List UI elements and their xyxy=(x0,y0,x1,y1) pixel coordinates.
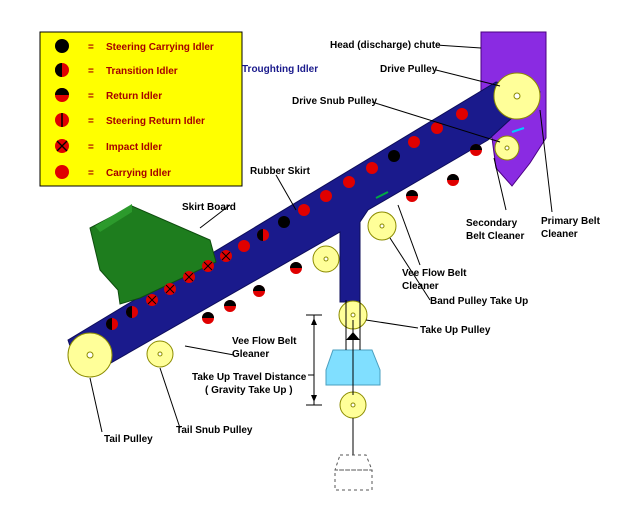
band-pulley-take-up xyxy=(367,211,397,241)
legend-equals: = xyxy=(88,42,94,53)
legend-label-carrying: Carrying Idler xyxy=(106,168,171,179)
return-idler xyxy=(224,300,236,312)
half-black-red-circle-icon xyxy=(55,63,69,77)
drive-snub-pulley xyxy=(494,135,520,161)
take-up-weight xyxy=(325,300,381,491)
carrying-idler xyxy=(343,176,355,188)
carrying-idlers xyxy=(238,108,468,252)
band-pulley-take-up-label: Band Pulley Take Up xyxy=(430,296,528,307)
bottom-weight-pulley xyxy=(339,391,367,419)
drive-snub-pulley-label: Drive Snub Pulley xyxy=(292,96,377,107)
return-idler xyxy=(470,144,482,156)
legend-label-steering-return: Steering Return Idler xyxy=(106,116,205,127)
carrying-idler xyxy=(320,190,332,202)
skirt-board xyxy=(89,204,217,305)
legend-equals: = xyxy=(88,66,94,77)
impact-idler xyxy=(202,260,214,272)
steering-carrying-idler xyxy=(388,150,400,162)
tail-pulley xyxy=(67,332,113,378)
carrying-idler xyxy=(456,108,468,120)
bend-pulley-left xyxy=(312,245,340,273)
transition-idler xyxy=(126,306,138,318)
return-idler xyxy=(290,262,302,274)
drive-pulley-label: Drive Pulley xyxy=(380,64,438,75)
secondary-belt-cleaner-label: Belt Cleaner xyxy=(466,231,524,242)
carrying-idler xyxy=(431,122,443,134)
legend-box xyxy=(39,31,243,187)
vee-flow-belt-cleaner-label: Vee Flow Belt xyxy=(402,268,467,279)
head-chute-label: Head (discharge) chute xyxy=(330,40,441,51)
black-top-red-bottom-circle-icon xyxy=(55,88,69,102)
tail-snub-pulley-label: Tail Snub Pulley xyxy=(176,425,253,436)
legend-equals: = xyxy=(88,142,94,153)
return-idler xyxy=(406,190,418,202)
impact-idler xyxy=(146,294,158,306)
transition-idler xyxy=(106,318,118,330)
impact-idler xyxy=(164,283,176,295)
return-idler xyxy=(447,174,459,186)
primary-belt-cleaner-label: Cleaner xyxy=(541,229,578,240)
legend-equals: = xyxy=(88,168,94,179)
red-circle-vertical-line-icon xyxy=(55,113,69,127)
solid-red-circle-icon xyxy=(55,165,69,179)
secondary-belt-cleaner-label: Secondary xyxy=(466,218,518,229)
rubber-skirt-label: Rubber Skirt xyxy=(250,166,311,177)
legend-label-return: Return Idler xyxy=(106,91,162,102)
impact-idlers xyxy=(146,250,232,306)
drive-pulley xyxy=(493,72,541,120)
tail-pulley-label: Tail Pulley xyxy=(104,434,153,445)
take-up-pulley-label: Take Up Pulley xyxy=(420,325,491,336)
leader-lines xyxy=(89,44,553,433)
take-up-travel-distance-label: Take Up Travel Distance xyxy=(192,372,307,383)
gravity-take-up-label: ( Gravity Take Up ) xyxy=(205,385,293,396)
primary-belt-cleaner-mark xyxy=(511,127,525,133)
legend: = Steering Carrying Idler = Transition I… xyxy=(39,31,243,187)
legend-label-steering-carrying: Steering Carrying Idler xyxy=(106,42,214,53)
red-circle-x-icon xyxy=(55,139,69,153)
carrying-idler xyxy=(298,204,310,216)
skirt-board-label: Skirt Board xyxy=(182,202,236,213)
legend-label-impact: Impact Idler xyxy=(106,142,162,153)
tail-transition-idlers xyxy=(106,306,138,330)
tail-snub-pulley xyxy=(146,340,174,368)
legend-equals: = xyxy=(88,116,94,127)
primary-belt-cleaner-label: Primary Belt xyxy=(541,216,601,227)
impact-idler xyxy=(183,271,195,283)
carrying-idler xyxy=(408,136,420,148)
vee-flow-belt-cleaner-label: Cleaner xyxy=(402,281,439,292)
legend-label-transition: Transition Idler xyxy=(106,66,178,77)
return-idler xyxy=(202,312,214,324)
vee-flow-belt-cleaner-mark xyxy=(375,191,389,199)
carrying-idler xyxy=(238,240,250,252)
transition-idler xyxy=(257,229,269,241)
return-idlers xyxy=(202,144,482,324)
travel-distance-marker xyxy=(306,314,322,406)
carrying-idler xyxy=(366,162,378,174)
vee-flow-belt-gleaner-label: Gleaner xyxy=(232,349,269,360)
solid-black-circle-icon xyxy=(55,39,69,53)
vee-flow-belt-gleaner-label: Vee Flow Belt xyxy=(232,336,297,347)
legend-equals: = xyxy=(88,91,94,102)
troughting-idler-label: Troughting Idler xyxy=(242,64,318,75)
impact-idler xyxy=(220,250,232,262)
return-idler xyxy=(253,285,265,297)
steering-carrying-idler xyxy=(278,216,290,228)
